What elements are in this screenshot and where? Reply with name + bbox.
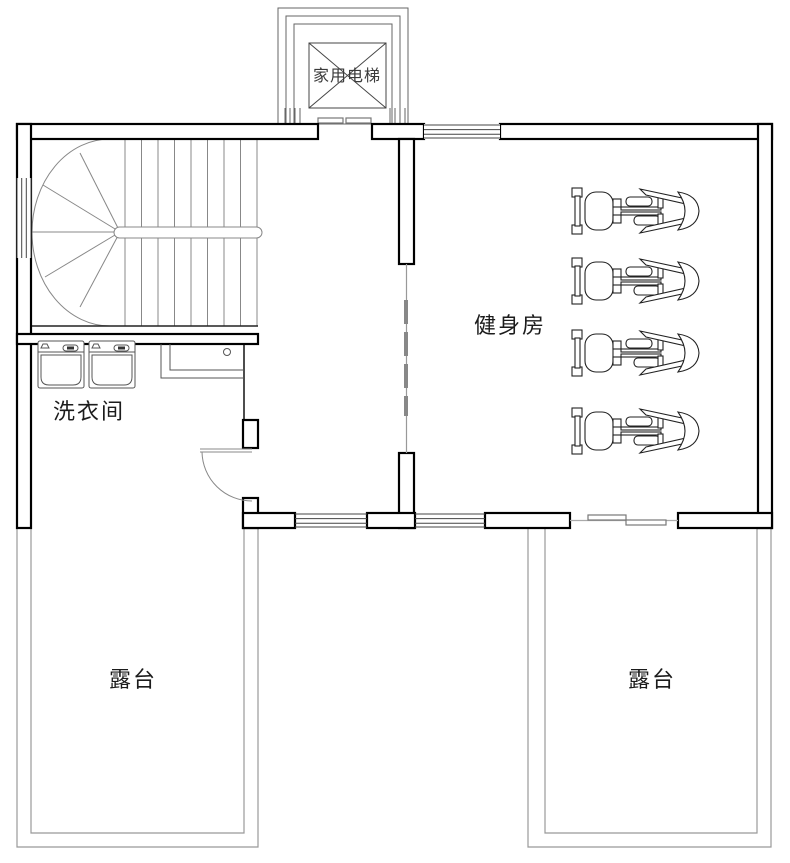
terrace-right: 露台	[528, 528, 771, 847]
window-top-wall	[424, 124, 500, 139]
swing-door-laundry	[200, 448, 253, 502]
walls	[15, 122, 774, 530]
room-laundry: 洗衣间	[31, 344, 244, 513]
elevator-doors-icon	[317, 117, 372, 124]
room-gym: 健身房	[414, 139, 758, 513]
elevator-shaft	[277, 7, 409, 125]
terrace-right-railing	[527, 528, 772, 848]
terrace-right-label: 露台	[627, 668, 677, 693]
window-left-wall	[16, 178, 32, 258]
elevator-cabin-cross	[308, 42, 387, 109]
laundry-counter-sink	[160, 344, 244, 379]
terrace-left-label: 露台	[108, 668, 158, 693]
terrace-left: 露台	[17, 525, 258, 847]
sliding-door-terrace	[570, 514, 678, 526]
window-south-1	[295, 513, 367, 528]
staircase	[31, 138, 263, 327]
pocket-door-gym	[404, 264, 408, 453]
gym-label: 健身房	[473, 314, 547, 339]
terrace-left-railing	[16, 525, 259, 848]
window-south-2	[415, 513, 485, 528]
elevator-label: 家用电梯	[312, 66, 382, 85]
room-hall-staircase	[31, 139, 399, 513]
room-elevator: 家用电梯	[278, 8, 408, 124]
laundry-label: 洗衣间	[52, 400, 126, 425]
